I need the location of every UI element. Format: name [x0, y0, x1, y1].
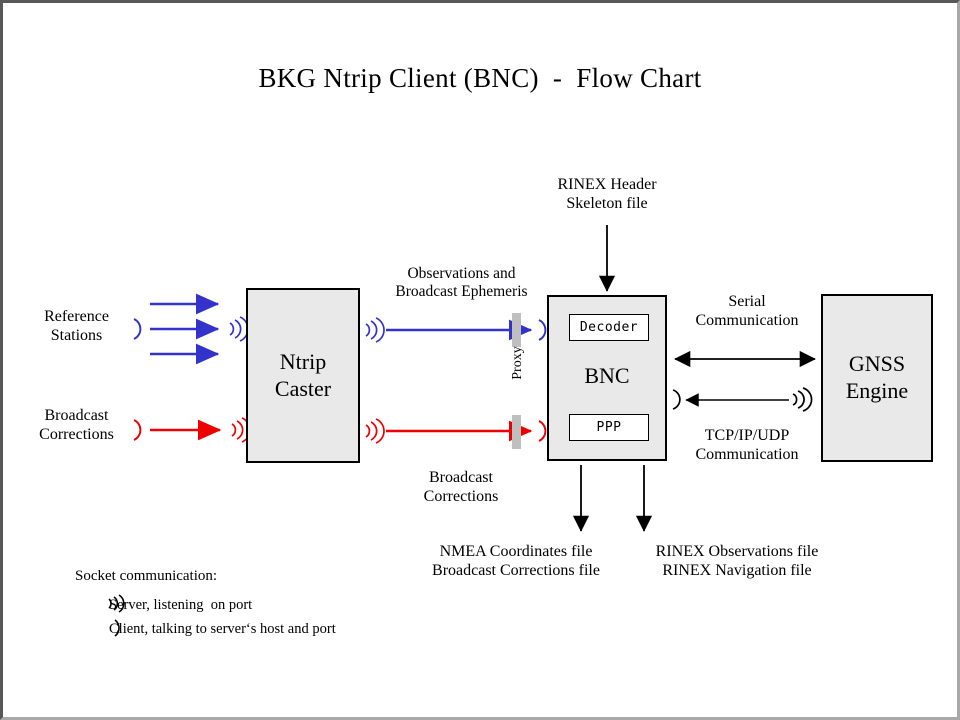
label-output-right: RINEX Observations file RINEX Navigation…: [655, 543, 819, 579]
label-serial-communication: Serial Communication: [695, 293, 799, 329]
server-signal-icon-caster-out-red: [365, 418, 385, 444]
connector-layer: [133, 225, 816, 532]
label-observations-ephemeris: Observations and Broadcast Ephemeris: [395, 265, 528, 301]
server-signal-icon-caster-out-blue: [365, 317, 385, 343]
node-ppp[interactable]: PPP: [569, 414, 649, 441]
legend-row-client: Client, talking to server‘s host and por…: [75, 617, 336, 641]
client-arc-icon-bnc-tcpip: [672, 389, 681, 410]
label-tcpip-udp-communication: TCP/IP/UDP Communication: [695, 427, 799, 463]
legend-title: Socket communication:: [75, 568, 218, 584]
label-rinex-header-skeleton: RINEX Header Skeleton file: [557, 176, 657, 212]
proxy-barrier-top: [512, 313, 521, 347]
client-arc-icon-bnc-blue: [538, 319, 547, 341]
node-gnss-engine[interactable]: GNSS Engine: [821, 294, 933, 462]
client-arc-icon-broadcast-corrections: [133, 419, 142, 441]
client-arc-icon: [75, 602, 120, 657]
label-reference-stations: Reference Stations: [44, 308, 109, 344]
legend: Socket communication: Server, listening …: [75, 569, 336, 641]
edge-reference-stations: [150, 293, 220, 365]
server-signal-icon-gnss-engine: [792, 387, 813, 412]
client-arc-icon-bnc-red: [538, 420, 547, 442]
legend-row-server: Server, listening on port: [75, 593, 336, 617]
label-broadcast-corrections-source: Broadcast Corrections: [39, 407, 114, 443]
page-title: BKG Ntrip Client (BNC) - Flow Chart: [258, 63, 702, 93]
label-broadcast-corrections-flow: Broadcast Corrections: [423, 469, 499, 505]
proxy-barrier-bottom: [512, 415, 521, 449]
legend-server-text: Server, listening on port: [109, 596, 253, 613]
server-signal-icon: [75, 578, 125, 633]
proxy-label: Proxy: [510, 346, 525, 380]
legend-client-text: Client, talking to server‘s host and por…: [109, 620, 336, 637]
label-output-left: NMEA Coordinates file Broadcast Correcti…: [432, 543, 600, 579]
node-ntrip-caster[interactable]: Ntrip Caster: [246, 288, 360, 463]
node-bnc[interactable]: Decoder BNC PPP: [547, 295, 667, 461]
node-bnc-label: BNC: [584, 363, 630, 388]
node-decoder[interactable]: Decoder: [569, 314, 649, 341]
client-arc-icon-reference-stations: [133, 318, 142, 340]
